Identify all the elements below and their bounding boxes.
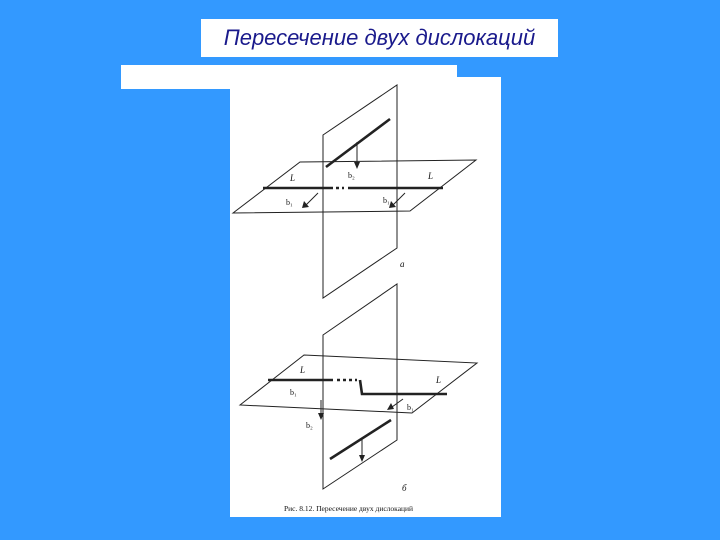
bottom-dislocation-step (358, 379, 447, 396)
top-b1-right-arrow (392, 192, 406, 206)
top-line-label-right: L (427, 171, 433, 181)
figure-caption: Рис. 8.12. Пересечение двух дислокаций (284, 504, 413, 513)
slide-title: Пересечение двух дислокаций (223, 25, 536, 50)
bottom-panel-label: б (402, 483, 407, 493)
dislocation-diagram: L L b₂ b₁ b₁ а L L b₁ b₂ b₁ б Рис. 8.12.… (231, 84, 479, 513)
top-b2-label: b₂ (348, 171, 355, 180)
bottom-vertical-plane (322, 283, 398, 490)
bottom-b1-right-label: b₁ (407, 403, 414, 412)
bottom-b1-left-label: b₁ (290, 388, 297, 397)
top-b1-left-arrow (305, 192, 319, 206)
bottom-line-label-right: L (435, 375, 441, 385)
top-b1-left-label: b₁ (286, 198, 293, 207)
slide-title-box: Пересечение двух дислокаций (201, 19, 558, 57)
top-panel-label: а (400, 259, 405, 269)
top-b1-right-label: b₁ (383, 196, 390, 205)
top-horizontal-plane (231, 159, 478, 214)
bottom-b1-right-arrow (391, 398, 404, 408)
bottom-horizontal-plane (238, 354, 479, 414)
figure-scan: L L b₂ b₁ b₁ а L L b₁ b₂ b₁ б Рис. 8.12.… (230, 77, 501, 517)
bottom-line-label-left: L (299, 365, 305, 375)
bottom-b2-label: b₂ (306, 421, 313, 430)
top-dislocation-vertical (325, 117, 391, 169)
top-vertical-plane (322, 84, 398, 299)
top-line-label-left: L (289, 173, 295, 183)
bottom-dislocation-vertical (329, 418, 392, 461)
